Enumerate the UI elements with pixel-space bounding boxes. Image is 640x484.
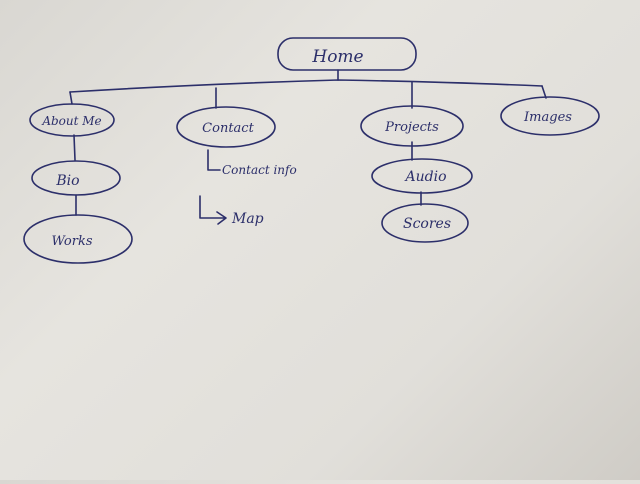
node-bio: Bio	[31, 160, 121, 196]
about-bio-line	[73, 134, 76, 161]
node-works: Works	[23, 214, 133, 264]
images-drop	[541, 85, 547, 99]
node-images: Images	[500, 96, 600, 136]
node-home: Home	[277, 37, 417, 71]
audio-label: Audio	[404, 169, 447, 185]
works-oval	[23, 214, 133, 264]
scores-oval	[381, 203, 469, 243]
audio-oval	[371, 158, 473, 194]
about-oval	[29, 103, 115, 137]
connector-lines	[69, 69, 547, 225]
node-scores: Scores	[381, 203, 469, 243]
map-label: Map	[231, 211, 264, 227]
contact-oval	[176, 106, 276, 148]
node-projects: Projects	[360, 105, 464, 147]
images-label: Images	[523, 110, 572, 125]
scores-label: Scores	[403, 216, 451, 232]
about-drop	[69, 91, 73, 105]
map-arrow	[199, 195, 227, 225]
contact-info-label: Contact info	[222, 163, 297, 177]
bio-oval	[31, 160, 121, 196]
images-oval	[500, 96, 600, 136]
node-contact: Contact	[176, 106, 276, 148]
works-label: Works	[51, 234, 92, 249]
top-branch-line	[69, 79, 543, 93]
projects-label: Projects	[384, 120, 439, 135]
node-about: About Me	[29, 103, 115, 137]
projects-oval	[360, 105, 464, 147]
bio-label: Bio	[55, 173, 79, 189]
node-audio: Audio	[371, 158, 473, 194]
home-box	[277, 37, 417, 71]
contact-label: Contact	[202, 121, 254, 136]
about-label: About Me	[41, 114, 101, 128]
home-label: Home	[311, 47, 363, 67]
contactinfo-connector	[207, 149, 221, 171]
